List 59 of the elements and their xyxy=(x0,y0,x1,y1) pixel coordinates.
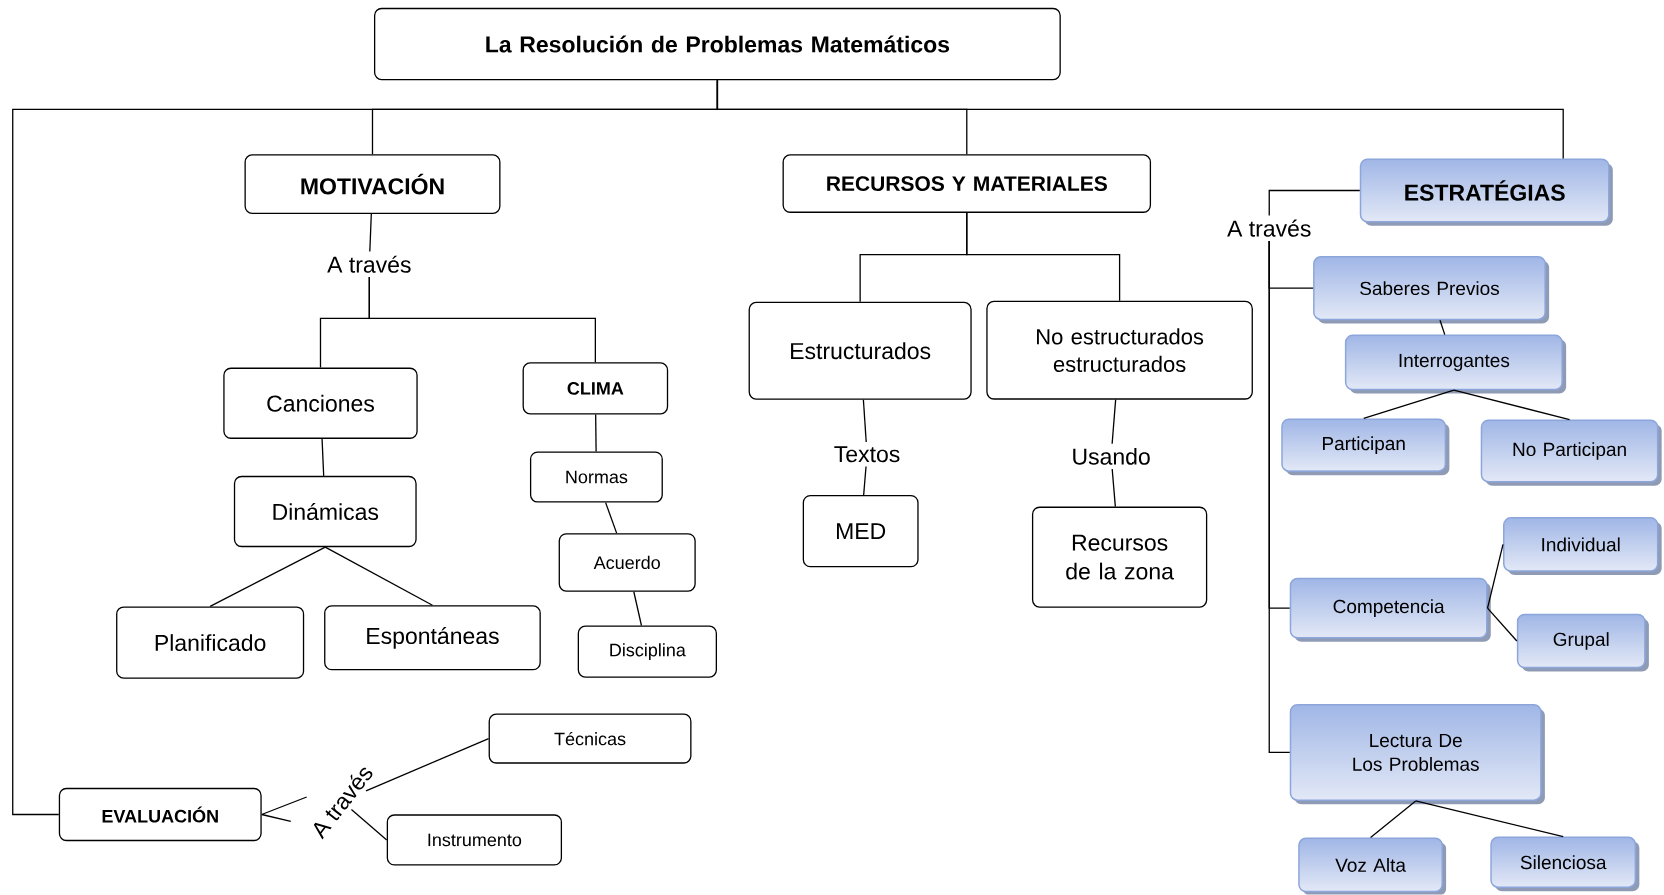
concept-box: Voz Alta xyxy=(1298,837,1447,895)
concept-box: La Resolución de Problemas Matemáticos xyxy=(374,8,1061,81)
concept-box: Interrogantes xyxy=(1344,334,1567,394)
linking-phrase: Usando xyxy=(1073,448,1150,465)
concept-box: Normas xyxy=(529,451,663,503)
connector-line xyxy=(605,502,618,534)
connector-line xyxy=(863,465,867,496)
connector-line xyxy=(1363,389,1455,420)
concept-box: Espontáneas xyxy=(324,605,541,671)
concept-box: Instrumento xyxy=(386,814,563,866)
concept-box: Disciplina xyxy=(577,625,717,678)
connector-line xyxy=(862,399,867,443)
connector-line xyxy=(633,591,643,627)
connector-line xyxy=(12,79,719,816)
linking-phrase: A través xyxy=(1227,219,1311,237)
concept-box: Grupal xyxy=(1516,613,1649,672)
concept-box: EVALUACIÓN xyxy=(58,788,262,842)
connector-line xyxy=(368,276,596,364)
concept-box: Canciones xyxy=(223,367,418,440)
connector-line xyxy=(966,212,1121,302)
concept-box: Dinámicas xyxy=(233,476,417,548)
concept-box: Competencia xyxy=(1289,577,1491,642)
connector-line xyxy=(261,796,308,823)
connector-line xyxy=(350,809,388,841)
concept-box: MOTIVACIÓN xyxy=(244,154,501,215)
connector-line xyxy=(369,213,372,253)
connector-line xyxy=(1268,190,1361,217)
concept-box: Lectura De Los Problemas xyxy=(1289,704,1545,805)
concept-box: Silenciosa xyxy=(1490,836,1640,892)
connector-line xyxy=(595,414,597,453)
concept-box: ESTRATÉGIAS xyxy=(1359,158,1613,226)
linking-phrase: Textos xyxy=(834,446,900,463)
concept-box: Estructurados xyxy=(748,301,972,400)
connector-line xyxy=(1268,240,1291,754)
concept-box: CLIMA xyxy=(522,362,669,415)
connector-line xyxy=(1486,607,1518,642)
linking-phrase: A través xyxy=(327,255,411,273)
connector-line xyxy=(321,438,325,477)
connector-line xyxy=(365,738,490,792)
connector-line xyxy=(1486,543,1504,609)
connector-line xyxy=(1415,800,1564,838)
concept-box: Participan xyxy=(1281,418,1450,476)
concept-box: Acuerdo xyxy=(558,533,696,592)
concept-box: Saberes Previos xyxy=(1313,256,1550,324)
connector-line xyxy=(1439,319,1446,336)
connector-line xyxy=(1111,399,1117,445)
connector-line xyxy=(209,546,326,608)
concept-box: RECURSOS Y MATERIALES xyxy=(782,154,1152,214)
concept-box: Individual xyxy=(1503,517,1662,576)
concept-box: No Participan xyxy=(1480,419,1662,486)
connector-line xyxy=(1369,800,1417,839)
connector-line xyxy=(1111,468,1116,508)
concept-box: Planificado xyxy=(116,606,305,679)
concept-box: No estructurados estructurados xyxy=(986,300,1253,400)
concept-box: Técnicas xyxy=(488,713,692,764)
connector-line xyxy=(1453,389,1571,421)
connector-line xyxy=(324,546,434,607)
concept-box: Recursos de la zona xyxy=(1031,506,1208,608)
concept-box: MED xyxy=(802,495,919,568)
